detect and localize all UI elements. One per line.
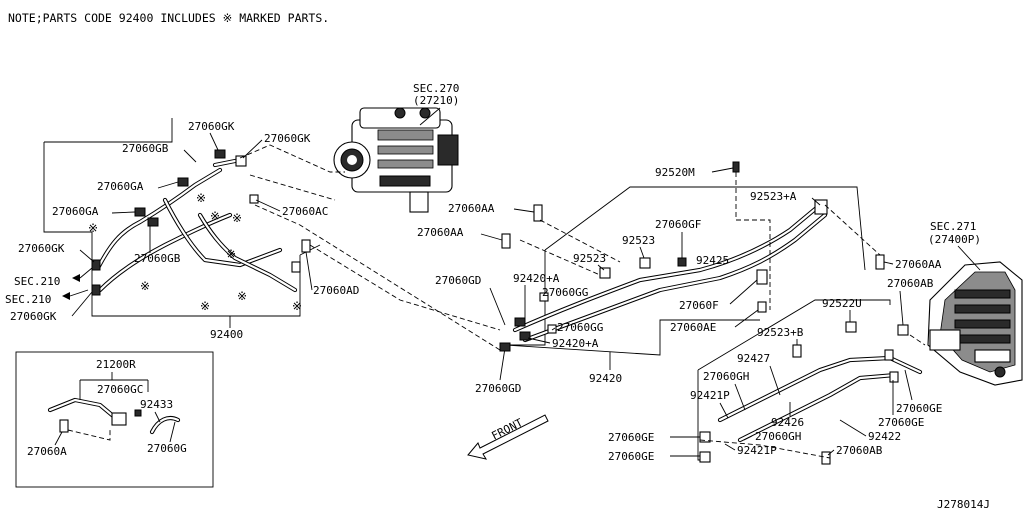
label-92421P-2[interactable]: 92421P — [737, 444, 777, 457]
marked-part-icon: ※ — [88, 221, 98, 235]
sec270-label[interactable]: SEC.270 — [413, 82, 459, 95]
label-27060GE-2[interactable]: 27060GE — [608, 450, 654, 463]
label-92433[interactable]: 92433 — [140, 398, 173, 411]
label-27060GE-4[interactable]: 27060GE — [896, 402, 942, 415]
label-27060GK-top[interactable]: 27060GK — [188, 120, 235, 133]
pipe-assembly-92420 — [501, 161, 866, 356]
marked-part-icon: ※ — [292, 299, 302, 313]
label-92400[interactable]: 92400 — [210, 328, 243, 341]
marked-part-icon: ※ — [200, 299, 210, 313]
arrow-left-icon — [72, 274, 80, 282]
label-27060AA-1[interactable]: 27060AA — [448, 202, 495, 215]
label-27060AB-1[interactable]: 27060AB — [887, 277, 934, 290]
label-27060GK-top2[interactable]: 27060GK — [264, 132, 311, 145]
label-92425[interactable]: 92425 — [696, 254, 729, 267]
label-27060GG-1[interactable]: 27060GG — [542, 286, 588, 299]
label-27060AA-2[interactable]: 27060AA — [417, 226, 464, 239]
marked-part-icon: ※ — [210, 209, 220, 223]
label-27060AC[interactable]: 27060AC — [282, 205, 328, 218]
label-92420-A-1[interactable]: 92420+A — [513, 272, 560, 285]
label-92523-1[interactable]: 92523 — [622, 234, 655, 247]
label-27060G[interactable]: 27060G — [147, 442, 187, 455]
label-92421P-1[interactable]: 92421P — [690, 389, 730, 402]
label-27060GK-bottom[interactable]: 27060GK — [10, 310, 57, 323]
marked-part-icon: ※ — [140, 279, 150, 293]
label-27060GF[interactable]: 27060GF — [655, 218, 701, 231]
inset-hose-illustration — [47, 379, 181, 435]
label-27060GE-1[interactable]: 27060GE — [608, 431, 654, 444]
pipe-assembly-92400: ※ ※ ※ ※ ※ ※ ※ ※ ※ — [43, 118, 321, 317]
label-sec210-b[interactable]: SEC.210 — [5, 293, 51, 306]
label-27060AA-3[interactable]: 27060AA — [895, 258, 942, 271]
label-27060GA-1[interactable]: 27060GA — [97, 180, 144, 193]
sec271-ref: (27400P) — [928, 233, 981, 246]
inset-box-21200R — [15, 351, 214, 488]
label-27060F[interactable]: 27060F — [679, 299, 719, 312]
marked-part-icon: ※ — [196, 191, 206, 205]
label-27060GE-3[interactable]: 27060GE — [878, 416, 924, 429]
label-92422[interactable]: 92422 — [868, 430, 901, 443]
sec271-label[interactable]: SEC.271 — [930, 220, 976, 233]
label-27060GD-2[interactable]: 27060GD — [475, 382, 521, 395]
label-27060GH-1[interactable]: 27060GH — [703, 370, 749, 383]
label-92523-A[interactable]: 92523+A — [750, 190, 797, 203]
label-27060GH-2[interactable]: 27060GH — [755, 430, 801, 443]
label-92420-A-2[interactable]: 92420+A — [552, 337, 599, 350]
label-92427[interactable]: 92427 — [737, 352, 770, 365]
label-92523-2[interactable]: 92523 — [573, 252, 606, 265]
arrow-left-icon — [62, 292, 70, 300]
label-sec210-a[interactable]: SEC.210 — [14, 275, 60, 288]
label-27060GC[interactable]: 27060GC — [97, 383, 143, 396]
front-arrow-icon — [467, 414, 549, 460]
pipe-assembly-92422 — [697, 254, 923, 465]
marked-part-icon: ※ — [232, 211, 242, 225]
label-92520M[interactable]: 92520M — [655, 166, 695, 179]
marked-part-icon: ※ — [237, 289, 247, 303]
diagram-code: J278014J — [937, 498, 990, 511]
hvac-unit-illustration — [927, 261, 1023, 386]
label-92420[interactable]: 92420 — [589, 372, 622, 385]
marked-part-icon: ※ — [226, 247, 236, 261]
label-27060GG-2[interactable]: 27060GG — [557, 321, 603, 334]
label-27060AE[interactable]: 27060AE — [670, 321, 716, 334]
label-92523-B[interactable]: 92523+B — [757, 326, 804, 339]
label-92522U[interactable]: 92522U — [822, 297, 862, 310]
label-27060GD-1[interactable]: 27060GD — [435, 274, 481, 287]
label-27060GB-2[interactable]: 27060GB — [134, 252, 181, 265]
parts-note: NOTE;PARTS CODE 92400 INCLUDES ※ MARKED … — [8, 11, 329, 25]
compressor-illustration — [333, 107, 459, 213]
label-21200R[interactable]: 21200R — [96, 358, 136, 371]
label-27060GA-2[interactable]: 27060GA — [52, 205, 99, 218]
label-27060GB[interactable]: 27060GB — [122, 142, 169, 155]
sec270-ref: (27210) — [413, 94, 459, 107]
label-27060GK-left[interactable]: 27060GK — [18, 242, 65, 255]
label-27060AD[interactable]: 27060AD — [313, 284, 359, 297]
label-27060AB-2[interactable]: 27060AB — [836, 444, 883, 457]
label-92426[interactable]: 92426 — [771, 416, 804, 429]
label-27060A[interactable]: 27060A — [27, 445, 67, 458]
